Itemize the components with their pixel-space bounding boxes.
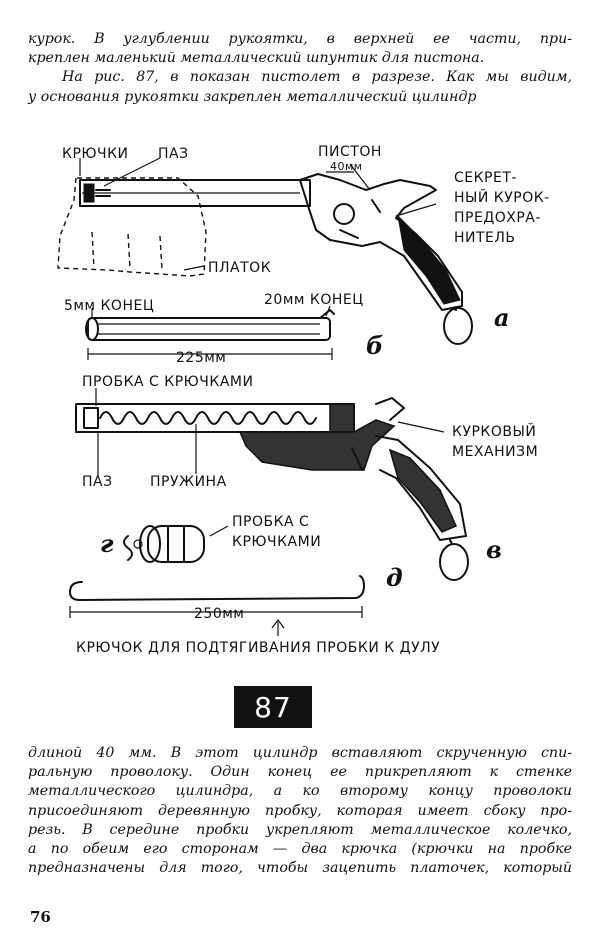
text-line: креплен маленький металлический шпунтик … bbox=[28, 50, 485, 67]
text-line: резь. В середине пробки укрепляют металл… bbox=[28, 821, 572, 838]
label-secret-2: НЫЙ КУРОК- bbox=[454, 188, 550, 206]
label-trigger-mech-1: КУРКОВЫЙ bbox=[452, 422, 536, 440]
pistol-v bbox=[75, 388, 469, 581]
text-line: у основания рукоятки закреплен металличе… bbox=[28, 88, 477, 105]
text-line: металлического цилиндра, а ко второму ко… bbox=[28, 783, 572, 800]
figure-letter-b: б bbox=[366, 331, 384, 360]
top-paragraph: курок. В углублении рукоятки, в верхней … bbox=[28, 30, 572, 107]
label-handkerchief: ПЛАТОК bbox=[208, 260, 271, 276]
text-line: ральную проволоку. Один конец ее прикреп… bbox=[28, 764, 572, 781]
label-250mm: 250мм bbox=[194, 606, 244, 622]
text-line: длиной 40 мм. В этот цилиндр вставляют с… bbox=[28, 745, 572, 761]
figure-number: 87 bbox=[234, 686, 312, 728]
label-secret-3: ПРЕДОХРА- bbox=[454, 210, 541, 226]
text-line: предназначены для того, чтобы зацепить п… bbox=[28, 860, 572, 877]
label-hook-caption: КРЮЧОК ДЛЯ ПОДТЯГИВАНИЯ ПРОБКИ К ДУЛУ bbox=[76, 640, 440, 656]
label-groove: ПАЗ bbox=[158, 146, 189, 162]
label-hooks: КРЮЧКИ bbox=[62, 146, 129, 162]
label-40mm: 40мм bbox=[330, 160, 363, 173]
label-plug-hooks-2b: КРЮЧКАМИ bbox=[232, 534, 321, 550]
plug-g bbox=[123, 525, 229, 563]
label-piston: ПИСТОН bbox=[318, 144, 382, 160]
text-line: На рис. 87, в показан пистолет в разрезе… bbox=[62, 69, 572, 86]
pistol-diagram: КРЮЧКИ ПАЗ ПИСТОН 40мм СЕКРЕТ- НЫЙ КУРОК… bbox=[57, 144, 550, 656]
label-225mm: 225мм bbox=[176, 350, 226, 366]
text-line: курок. В углублении рукоятки, в верхней … bbox=[28, 31, 572, 47]
label-20mm-end: 20мм КОНЕЦ bbox=[264, 292, 364, 308]
label-groove-2: ПАЗ bbox=[82, 474, 113, 490]
label-plug-hooks-2a: ПРОБКА С bbox=[232, 514, 309, 530]
figure-letter-a: а bbox=[494, 303, 510, 332]
label-spring: ПРУЖИНА bbox=[150, 474, 227, 490]
figure-letter-v: в bbox=[486, 535, 502, 564]
figure-letter-g: г bbox=[100, 529, 114, 558]
label-trigger-mech-2: МЕХАНИЗМ bbox=[452, 444, 538, 460]
label-secret-1: СЕКРЕТ- bbox=[454, 170, 517, 186]
bottom-paragraph: длиной 40 мм. В этот цилиндр вставляют с… bbox=[28, 744, 572, 878]
text-line: а по обеим его сторонам — два крючка (кр… bbox=[28, 841, 572, 858]
pistol-a bbox=[57, 157, 473, 345]
hook-d bbox=[69, 575, 365, 636]
label-5mm-end: 5мм КОНЕЦ bbox=[64, 298, 154, 314]
page-number: 76 bbox=[30, 908, 51, 926]
label-secret-4: НИТЕЛЬ bbox=[454, 230, 516, 246]
cylinder-b bbox=[85, 305, 335, 360]
label-plug-hooks: ПРОБКА С КРЮЧКАМИ bbox=[82, 374, 253, 390]
figure-letter-d: д bbox=[386, 563, 403, 592]
text-line: присоединяют деревянную пробку, которая … bbox=[28, 802, 572, 819]
